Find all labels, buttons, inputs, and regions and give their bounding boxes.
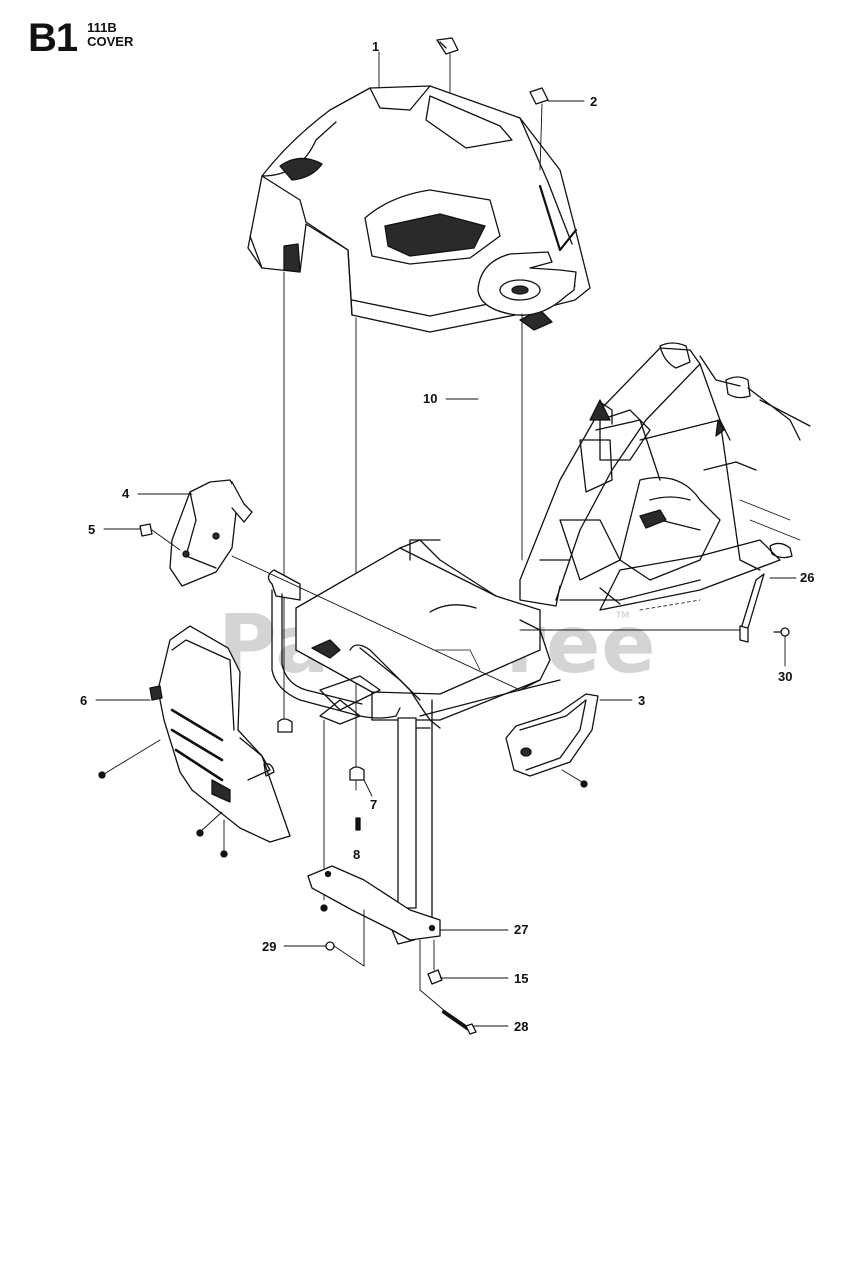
- callout-27: 27: [514, 922, 528, 937]
- callout-7: 7: [370, 797, 377, 812]
- callout-28: 28: [514, 1019, 528, 1034]
- callout-1: 1: [372, 39, 379, 54]
- model-number: 111B: [87, 20, 117, 35]
- callout-26: 26: [800, 570, 814, 585]
- callout-2: 2: [590, 94, 597, 109]
- diagram-header: B1 111B COVER: [28, 18, 133, 58]
- screw-part-8: [355, 817, 361, 831]
- section-title: COVER: [87, 34, 134, 49]
- side-panel-part-4: [169, 479, 253, 587]
- callout-4: 4: [122, 486, 130, 501]
- base-pan-assembly: [267, 539, 561, 729]
- callout-8: 8: [353, 847, 360, 862]
- bolt-part-28: [419, 939, 477, 1035]
- rod-part-26: [739, 573, 765, 643]
- callout-30: 30: [778, 669, 792, 684]
- section-code: B1: [28, 16, 78, 60]
- chassis-frame: [519, 342, 811, 611]
- mount-post: [323, 699, 433, 921]
- clip-part-top: [436, 37, 459, 55]
- bolt-part-15: [427, 939, 443, 985]
- callout-6: 6: [80, 693, 87, 708]
- callout-3: 3: [638, 693, 645, 708]
- callout-15: 15: [514, 971, 528, 986]
- clip-part-2: [529, 87, 549, 105]
- leader-lines: [95, 51, 797, 1027]
- grille-cover-part-6: [98, 625, 291, 858]
- callout-29: 29: [262, 939, 276, 954]
- clip-part-7: [277, 718, 365, 781]
- nut-part-29: [320, 904, 365, 967]
- shroud-part-10: [477, 251, 577, 316]
- plate-part-27: [307, 865, 441, 945]
- header-subtitle: 111B COVER: [87, 21, 133, 49]
- callout-labels: 1 2 3 4 5 6 7 8 10 15 26 27 28 29 30: [80, 39, 814, 1034]
- screw-part-30: [773, 627, 790, 637]
- watermark-tm: TM: [615, 611, 629, 621]
- callout-10: 10: [423, 391, 437, 406]
- callout-5: 5: [88, 522, 95, 537]
- side-panel-part-3: [505, 693, 599, 788]
- screw-part-5: [139, 523, 181, 551]
